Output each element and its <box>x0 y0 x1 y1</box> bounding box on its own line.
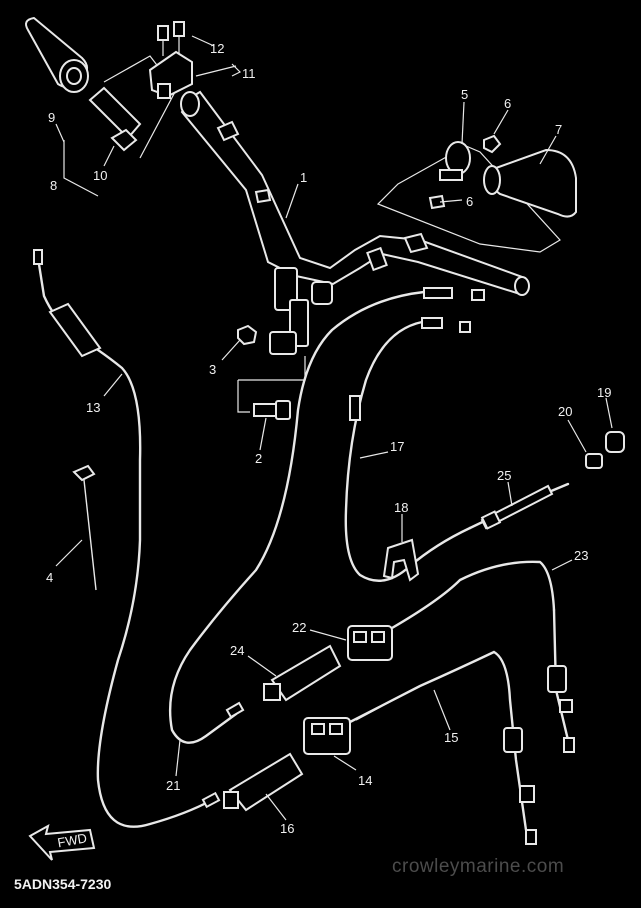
callout-6a: 6 <box>504 96 511 111</box>
callout-7: 7 <box>555 122 562 137</box>
throttle-bracket <box>63 140 99 197</box>
callout-9: 9 <box>48 110 55 125</box>
cable-junction-upper <box>347 560 556 661</box>
watermark: crowleymarine.com <box>392 856 565 877</box>
cable-clamp <box>382 538 420 582</box>
throttle-inner-tube <box>88 86 142 152</box>
handlebar <box>180 90 530 296</box>
callout-3: 3 <box>209 362 216 377</box>
callout-16: 16 <box>280 821 294 836</box>
cable-junction-lower <box>303 650 528 832</box>
callout-18: 18 <box>394 500 408 515</box>
handlebar-holder <box>269 267 333 355</box>
adjuster-nut <box>585 453 603 469</box>
right-grip-area <box>376 134 577 253</box>
callout-14: 14 <box>358 773 372 788</box>
throttle-housing <box>148 21 193 99</box>
callout-23: 23 <box>574 548 588 563</box>
leader-lines <box>55 35 613 821</box>
callout-13: 13 <box>86 400 100 415</box>
lower-junction-cable <box>355 689 413 721</box>
diagram-code: 5ADN354-7230 <box>14 876 112 892</box>
forward-arrow: FWD <box>28 824 96 861</box>
cable-adjuster <box>468 482 570 530</box>
callout-21: 21 <box>166 778 180 793</box>
nut <box>237 324 258 346</box>
callout-20: 20 <box>558 404 572 419</box>
callout-17: 17 <box>390 439 404 454</box>
callout-19: 19 <box>597 385 611 400</box>
callout-labels: 1 2 3 4 5 6 6 7 8 9 10 11 12 13 14 15 16… <box>46 41 611 836</box>
callout-15: 15 <box>444 730 458 745</box>
bolt <box>237 356 306 420</box>
callout-22: 22 <box>292 620 306 635</box>
throttle-grip <box>25 16 89 93</box>
callout-25: 25 <box>497 468 511 483</box>
fwd-label: FWD <box>56 830 88 850</box>
brake-cable-long <box>168 290 426 744</box>
callout-11: 11 <box>242 66 256 81</box>
callout-24: 24 <box>230 643 244 658</box>
callout-12: 12 <box>210 41 224 56</box>
callout-5: 5 <box>461 87 468 102</box>
callout-10: 10 <box>93 168 107 183</box>
boot-lower <box>223 752 304 812</box>
adjuster-cap <box>605 431 625 453</box>
callout-8: 8 <box>50 178 57 193</box>
callout-2: 2 <box>255 451 262 466</box>
boot-upper <box>263 644 342 702</box>
callout-6b: 6 <box>466 194 473 209</box>
cable-tie <box>72 464 97 591</box>
callout-1: 1 <box>300 170 307 185</box>
callout-4: 4 <box>46 570 53 585</box>
